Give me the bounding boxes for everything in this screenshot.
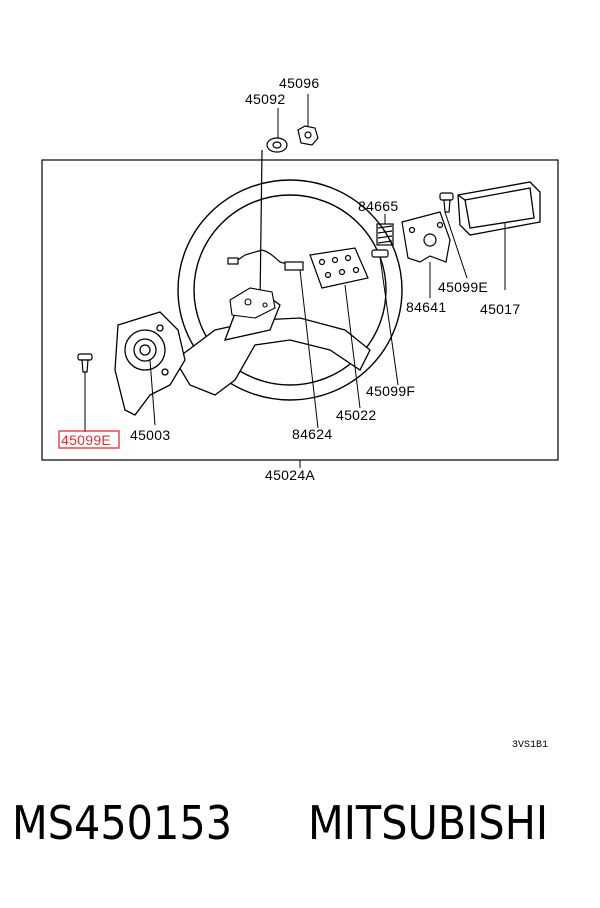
- washer-45092: [266, 137, 288, 153]
- hub-bracket: [229, 287, 276, 319]
- steering-wheel-diagram: 45096 45092 84665 45099E 45017 84641 450…: [41, 75, 559, 751]
- horn-pad-45017: [457, 181, 541, 236]
- label-45096: 45096: [279, 75, 319, 91]
- footer: MS450153 MITSUBISHI: [0, 800, 600, 880]
- diagram-code: 3VS1B1: [512, 740, 548, 751]
- label-45099e-right: 45099E: [438, 279, 488, 295]
- label-45024a: 45024A: [265, 467, 315, 483]
- label-45099e-left: 45099E: [61, 432, 111, 448]
- label-84665: 84665: [358, 198, 398, 214]
- label-45022: 45022: [336, 407, 376, 423]
- leader-lines: [84, 94, 506, 432]
- label-45099f: 45099F: [366, 383, 415, 399]
- label-45092: 45092: [245, 91, 285, 107]
- brand-name: MITSUBISHI: [308, 796, 549, 850]
- label-45003: 45003: [130, 427, 170, 443]
- part-number: MS450153: [12, 796, 233, 850]
- label-45017: 45017: [480, 301, 520, 317]
- highlight-box: [58, 430, 120, 449]
- screw-45099e-left: [77, 353, 93, 373]
- screw-45099e-right: [439, 192, 454, 213]
- bracket-84641: [401, 211, 451, 263]
- label-84624: 84624: [292, 426, 332, 442]
- plate-84624: [309, 247, 369, 289]
- label-84641: 84641: [406, 299, 446, 315]
- steering-wheel-rim: [177, 179, 403, 401]
- nut-45096: [297, 125, 319, 146]
- pin-45099f: [371, 249, 389, 258]
- wire-harness: [227, 149, 304, 306]
